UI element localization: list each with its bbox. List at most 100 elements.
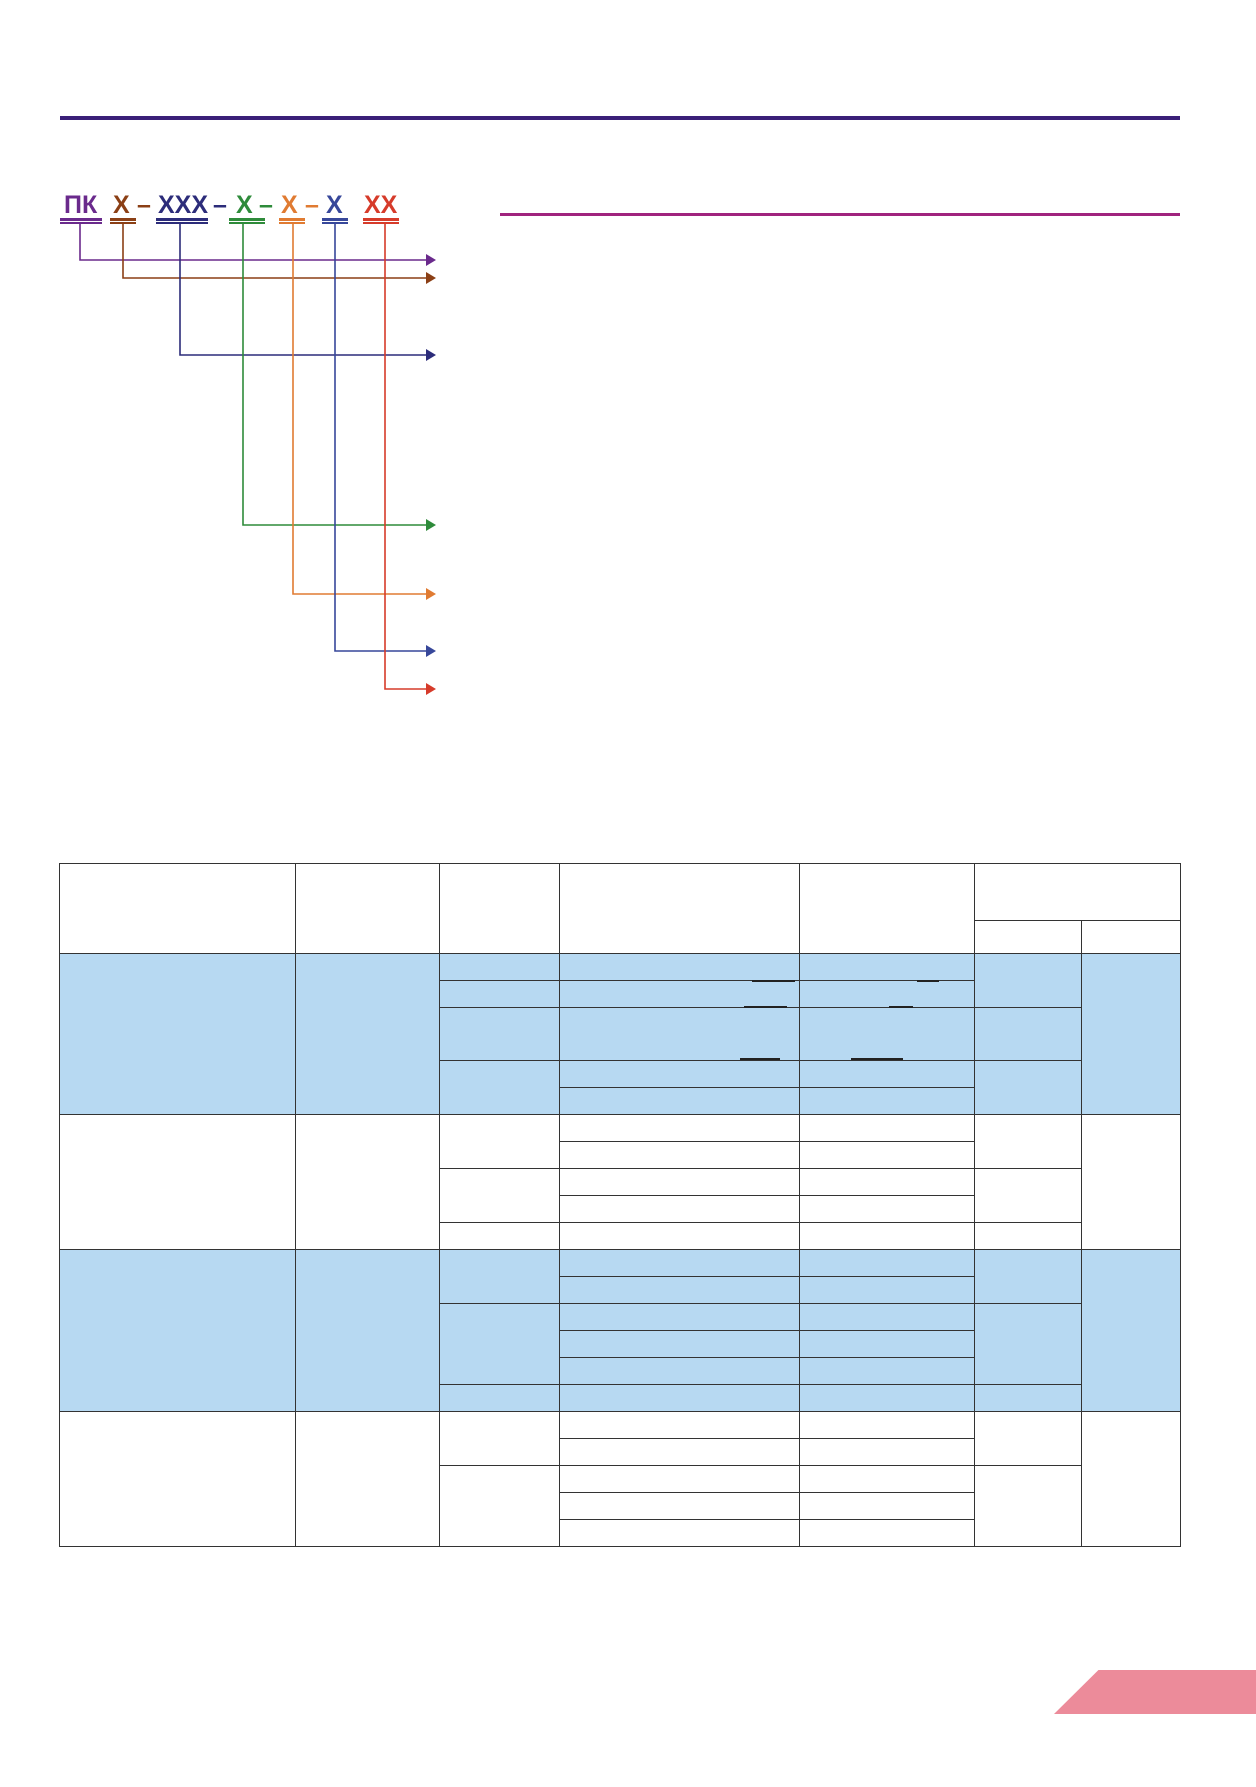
leader-line	[122, 224, 426, 279]
table-cell	[295, 1249, 440, 1412]
table-cell	[439, 1384, 560, 1412]
table-cell	[974, 1303, 1082, 1385]
table-cell	[559, 1195, 800, 1223]
table-cell	[799, 980, 975, 1008]
underline-mark	[851, 1058, 903, 1060]
table-cell	[559, 1249, 800, 1277]
table-cell	[439, 1007, 560, 1061]
table-cell	[439, 1222, 560, 1250]
underline-mark	[752, 980, 795, 982]
table-cell	[799, 1411, 975, 1439]
table-cell	[559, 1060, 800, 1088]
table-cell	[439, 1114, 560, 1169]
table-cell	[559, 1222, 800, 1250]
header-cell	[559, 863, 800, 954]
table-cell	[295, 1411, 440, 1547]
table-cell	[799, 1249, 975, 1277]
underline-mark	[744, 1006, 787, 1008]
table-cell	[974, 1465, 1082, 1547]
table-row	[60, 1465, 1181, 1547]
table-cell	[799, 1438, 975, 1466]
leader-line	[242, 224, 426, 526]
table-cell	[439, 1060, 560, 1115]
table-cell	[799, 1276, 975, 1304]
table-cell	[559, 1087, 800, 1115]
table-cell	[559, 1330, 800, 1358]
code-underline	[110, 218, 136, 224]
leader-line	[179, 224, 426, 356]
table-cell	[559, 1519, 800, 1547]
header-cell	[295, 863, 440, 954]
page-corner-tab	[1054, 1670, 1256, 1714]
table-cell	[59, 1411, 296, 1547]
table-cell	[559, 1384, 800, 1412]
table-cell	[974, 1060, 1082, 1115]
table-cell	[974, 1007, 1082, 1061]
table-cell	[439, 980, 560, 1008]
arrowhead-icon	[426, 683, 436, 695]
table-cell	[559, 1276, 800, 1304]
table-cell	[974, 1249, 1082, 1304]
arrowhead-icon	[426, 254, 436, 266]
table-cell	[439, 1168, 560, 1223]
table-cell	[799, 1222, 975, 1250]
code-part-2: ХХХ	[158, 191, 209, 219]
code-part-6: ХХ	[364, 191, 398, 219]
table-cell	[439, 953, 560, 981]
table-cell	[974, 953, 1082, 1008]
code-separator: –	[305, 191, 319, 219]
table-cell	[799, 953, 975, 981]
table-cell	[295, 1114, 440, 1250]
arrowhead-icon	[426, 645, 436, 657]
code-part-5: Х	[326, 191, 343, 219]
table-cell	[295, 953, 440, 1115]
code-separator: –	[259, 191, 273, 219]
underline-mark	[889, 1006, 913, 1008]
table-cell	[799, 1465, 975, 1493]
section-divider	[500, 213, 1180, 216]
table-cell	[799, 1330, 975, 1358]
table-cell	[1081, 1114, 1181, 1250]
table-cell	[59, 1249, 296, 1412]
code-part-4: Х	[281, 191, 298, 219]
table-cell	[559, 1303, 800, 1331]
table-cell	[799, 1141, 975, 1169]
table-row	[60, 1222, 1181, 1250]
table-cell	[799, 1060, 975, 1088]
table-cell	[799, 1007, 975, 1061]
leader-line	[79, 224, 426, 261]
code-underline	[279, 218, 305, 224]
table-cell	[559, 953, 800, 981]
header-cell	[1081, 920, 1181, 954]
table-cell	[559, 1141, 800, 1169]
table-cell	[559, 980, 800, 1008]
code-underline	[322, 218, 348, 224]
table-cell	[974, 1411, 1082, 1466]
table-cell	[799, 1114, 975, 1142]
code-underline	[363, 218, 399, 224]
table-cell	[559, 1411, 800, 1439]
code-underline	[156, 218, 208, 224]
table-cell	[799, 1168, 975, 1196]
underline-mark	[740, 1058, 780, 1060]
table-cell	[439, 1411, 560, 1466]
leader-line	[292, 224, 426, 595]
table-cell	[59, 953, 296, 1115]
arrowhead-icon	[426, 519, 436, 531]
code-underline	[229, 218, 265, 224]
code-part-1: Х	[113, 191, 130, 219]
table-cell	[559, 1357, 800, 1385]
code-underline	[60, 218, 102, 224]
table-cell	[559, 1438, 800, 1466]
header-cell	[974, 920, 1082, 954]
table-cell	[799, 1087, 975, 1115]
code-separator: –	[137, 191, 151, 219]
table-cell	[1081, 953, 1181, 1115]
code-separator: –	[213, 191, 227, 219]
table-row	[59, 1114, 1181, 1250]
table-cell	[559, 1465, 800, 1493]
table-cell	[799, 1519, 975, 1547]
table-cell	[439, 1303, 560, 1385]
table-cell	[974, 1222, 1082, 1250]
top-divider	[60, 116, 1180, 120]
